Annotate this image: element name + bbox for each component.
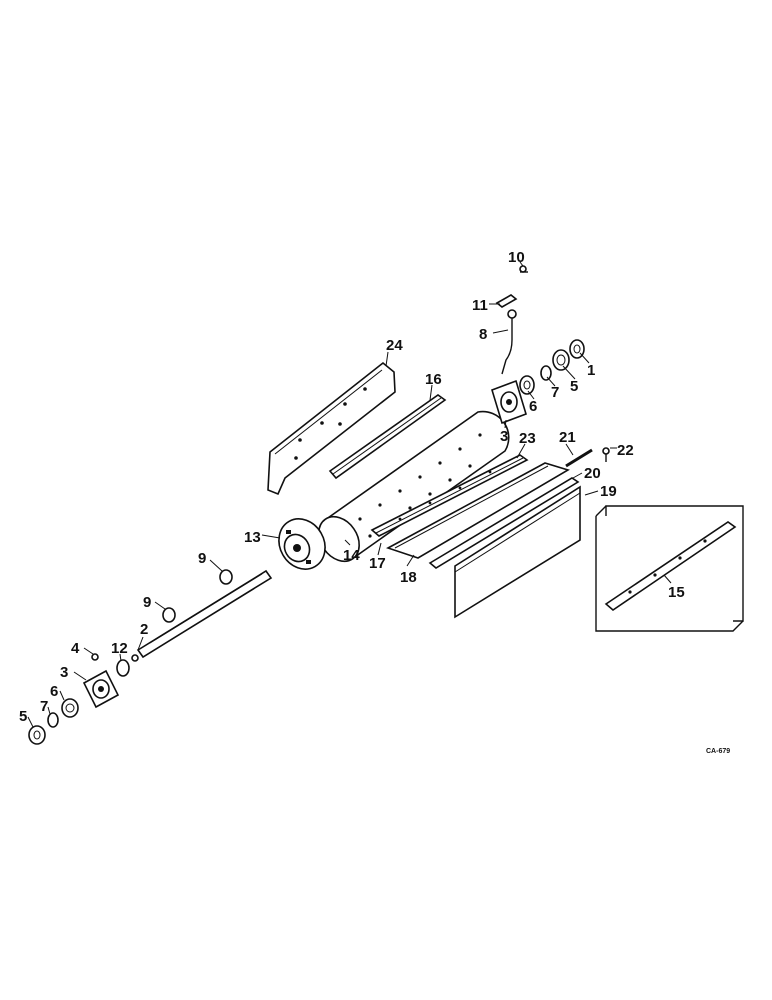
grease-fitting-assembly [495,265,528,375]
callout-6-upper: 6 [529,398,537,415]
collar-part-12 [116,659,130,677]
callout-3-upper: 3 [500,428,508,445]
bearing-flange-lower-part [82,669,120,709]
callout-4: 4 [71,640,80,657]
callout-6-lower: 6 [50,683,58,700]
callout-18: 18 [400,569,417,586]
hub-part [278,518,326,570]
lower-plate-part [454,485,581,619]
callout-12: 12 [111,640,128,657]
callout-20: 20 [584,465,601,482]
bearing-parts-lower [28,698,79,745]
callout-9-upper: 9 [198,550,206,567]
callout-8: 8 [479,326,487,343]
callout-labels: 1 5 7 6 3 8 11 10 24 16 23 21 22 20 19 1… [19,249,685,725]
callout-16: 16 [425,371,442,388]
callout-10: 10 [508,249,525,266]
bolt-part-21 [565,448,593,468]
bearing-flange-upper-part [491,379,527,425]
nut-part-22 [602,447,610,462]
bar-part [428,477,580,569]
angle-strip-part [328,394,447,480]
callout-22: 22 [617,442,634,459]
callout-9-lower: 9 [143,594,151,611]
callout-11: 11 [472,297,488,314]
callout-7-lower: 7 [40,698,48,715]
callout-14: 14 [343,547,360,564]
leader-lines [27,261,672,728]
callout-2: 2 [140,621,148,638]
drawing-code: CA-679 [706,748,730,755]
callout-7-upper: 7 [551,384,559,401]
washer-part-9 [162,569,233,623]
callout-5-lower: 5 [19,708,27,725]
callout-5-upper: 5 [570,378,578,395]
callout-3-lower: 3 [60,664,68,681]
perforated-strip-part [370,454,529,537]
callout-15: 15 [668,584,685,601]
fitting-part-4 [91,653,99,661]
inset-box [595,505,744,632]
main-shaft-part [131,569,273,662]
callout-13: 13 [244,529,261,546]
callout-21: 21 [559,429,576,446]
concave-plate-part [385,462,570,559]
callout-17: 17 [369,555,386,572]
callout-24: 24 [386,337,403,354]
callout-23: 23 [519,430,536,447]
callout-19: 19 [600,483,617,500]
side-panel-part [267,361,396,496]
callout-1: 1 [587,362,595,379]
